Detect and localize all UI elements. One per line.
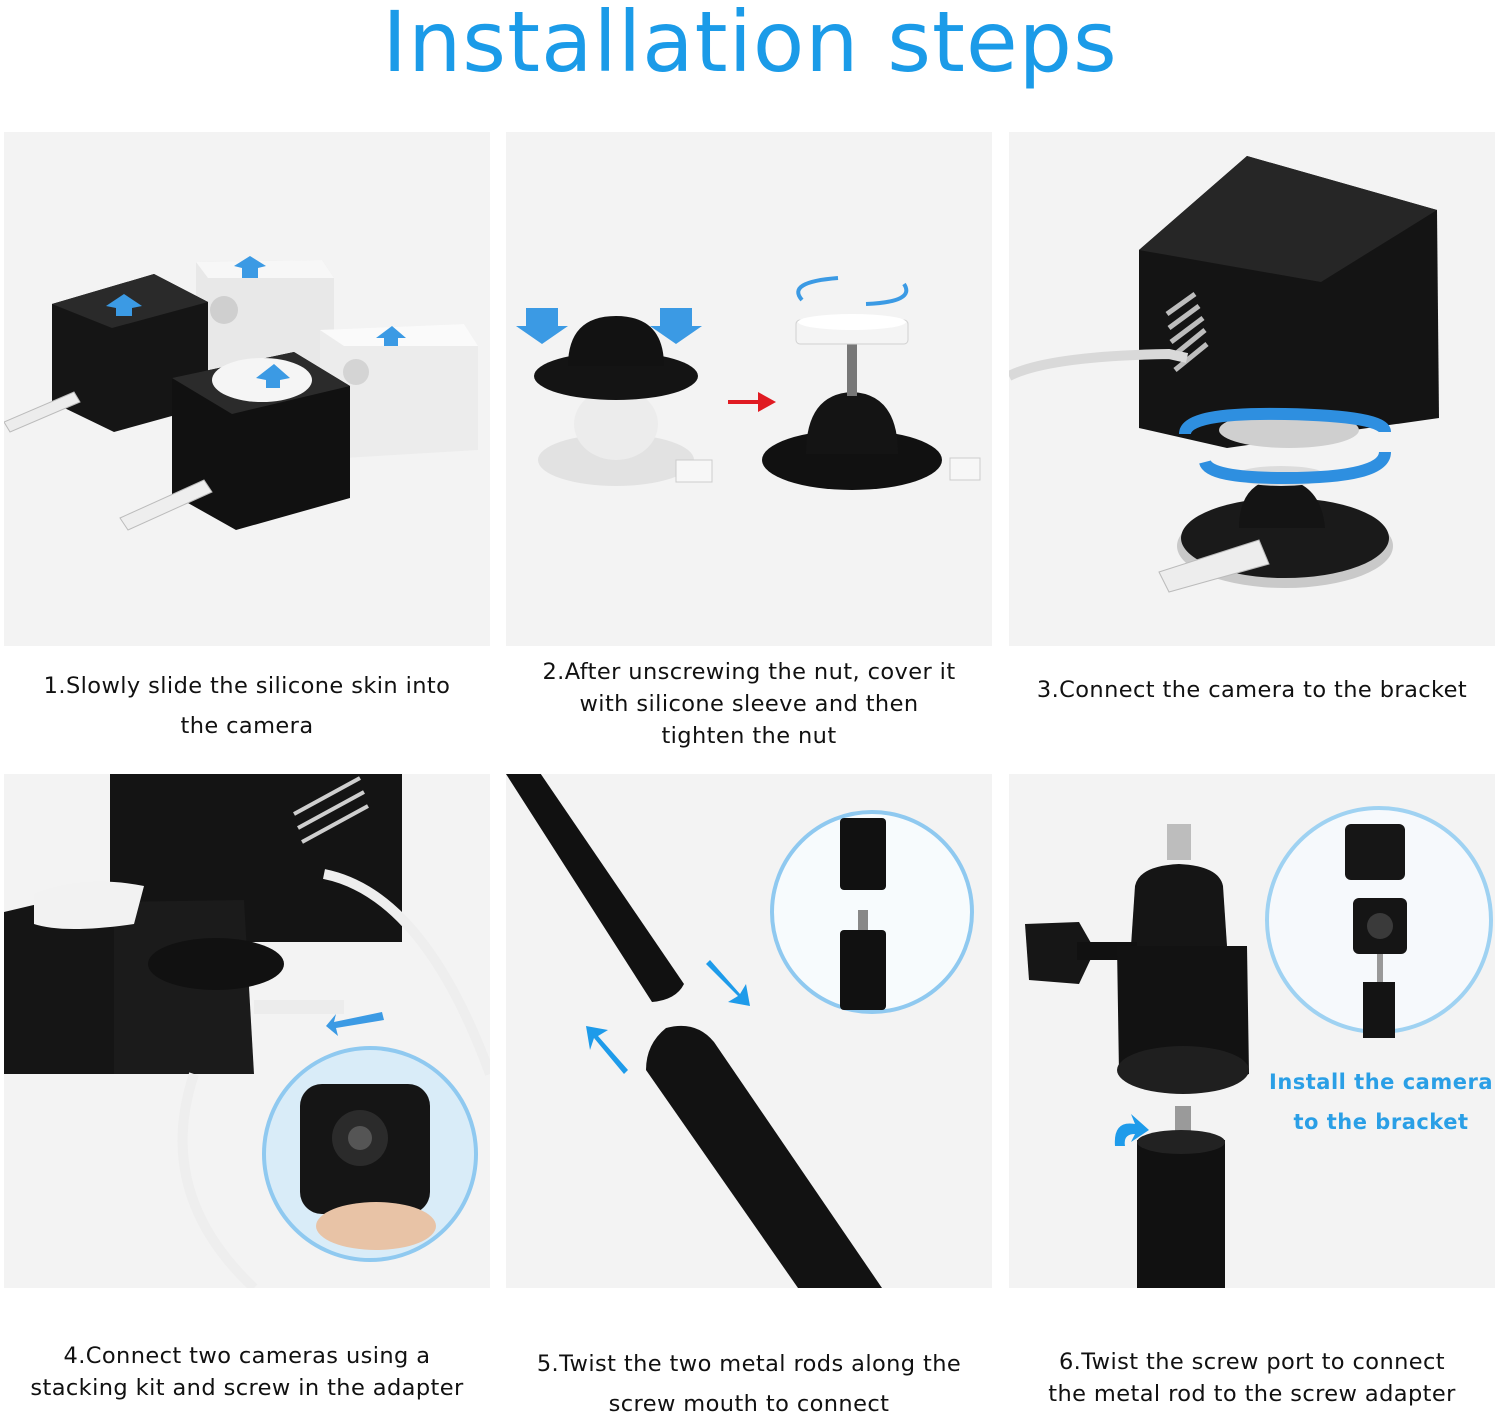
step-2-caption-line-1: 2.After unscrewing the nut, cover it xyxy=(542,659,956,685)
step-3-caption-line-1: 3.Connect the camera to the bracket xyxy=(1036,677,1468,703)
inset-circle xyxy=(262,1046,478,1262)
step-5-caption: 5.Twist the two metal rods along the scr… xyxy=(506,1344,992,1424)
step-4-caption-line-2: stacking kit and screw in the adapter xyxy=(30,1375,464,1401)
black-camera-front xyxy=(119,352,350,531)
step-6-illustration xyxy=(1009,774,1495,1288)
power-cable xyxy=(1009,348,1189,381)
step-5-caption-line-2: screw mouth to connect xyxy=(608,1391,890,1417)
inset-circle xyxy=(770,810,974,1014)
panel-6-label: Install the camera to the bracket xyxy=(1262,1062,1500,1142)
step-6-caption-line-2: the metal rod to the screw adapter xyxy=(1048,1381,1456,1407)
step-5-caption-line-1: 5.Twist the two metal rods along the xyxy=(536,1351,962,1377)
inset-circle xyxy=(1265,806,1493,1038)
push-arrow xyxy=(326,1012,384,1036)
step-2-caption: 2.After unscrewing the nut, cover it wit… xyxy=(506,656,992,752)
stacking-plate xyxy=(148,938,284,990)
upper-rod xyxy=(506,774,684,1002)
step-4-illustration xyxy=(4,774,490,1288)
step-3-illustration xyxy=(1009,132,1495,646)
black-mount-with-nut xyxy=(762,314,981,490)
panel-6-label-line-1: Install the camera xyxy=(1269,1070,1493,1094)
panel-6-label-line-2: to the bracket xyxy=(1293,1110,1469,1134)
step-2-caption-line-3: tighten the nut xyxy=(661,723,837,749)
ball-mount xyxy=(1158,466,1393,593)
step-1-caption: 1.Slowly slide the silicone skin into th… xyxy=(4,666,490,746)
ball-head-adapter xyxy=(1025,824,1249,1288)
red-arrow xyxy=(728,392,776,412)
twist-arrows xyxy=(586,960,750,1074)
press-arrows xyxy=(516,308,702,344)
step-3-caption: 3.Connect the camera to the bracket xyxy=(1009,672,1495,708)
step-6-caption: 6.Twist the screw port to connect the me… xyxy=(1009,1346,1495,1410)
step-1-illustration xyxy=(4,132,490,646)
rotate-arrows xyxy=(1179,407,1391,485)
black-camera-cube xyxy=(1139,156,1439,448)
slide-arrows xyxy=(106,256,406,388)
rotate-arrows xyxy=(796,276,909,306)
lower-camera xyxy=(4,886,114,1074)
mount-with-sleeve xyxy=(534,316,713,486)
step-5-illustration xyxy=(506,774,992,1288)
step-4-caption: 4.Connect two cameras using a stacking k… xyxy=(4,1340,490,1404)
step-1-caption-line-2: the camera xyxy=(180,713,314,739)
step-4-caption-line-1: 4.Connect two cameras using a xyxy=(63,1343,431,1369)
step-1-caption-line-1: 1.Slowly slide the silicone skin into xyxy=(43,673,451,699)
step-2-illustration xyxy=(506,132,992,646)
twist-arrow xyxy=(1114,1114,1149,1146)
step-2-caption-line-2: with silicone sleeve and then xyxy=(579,691,919,717)
page-title: Installation steps xyxy=(382,0,1118,91)
step-6-caption-line-1: 6.Twist the screw port to connect xyxy=(1058,1349,1446,1375)
lower-rod xyxy=(646,1025,882,1288)
